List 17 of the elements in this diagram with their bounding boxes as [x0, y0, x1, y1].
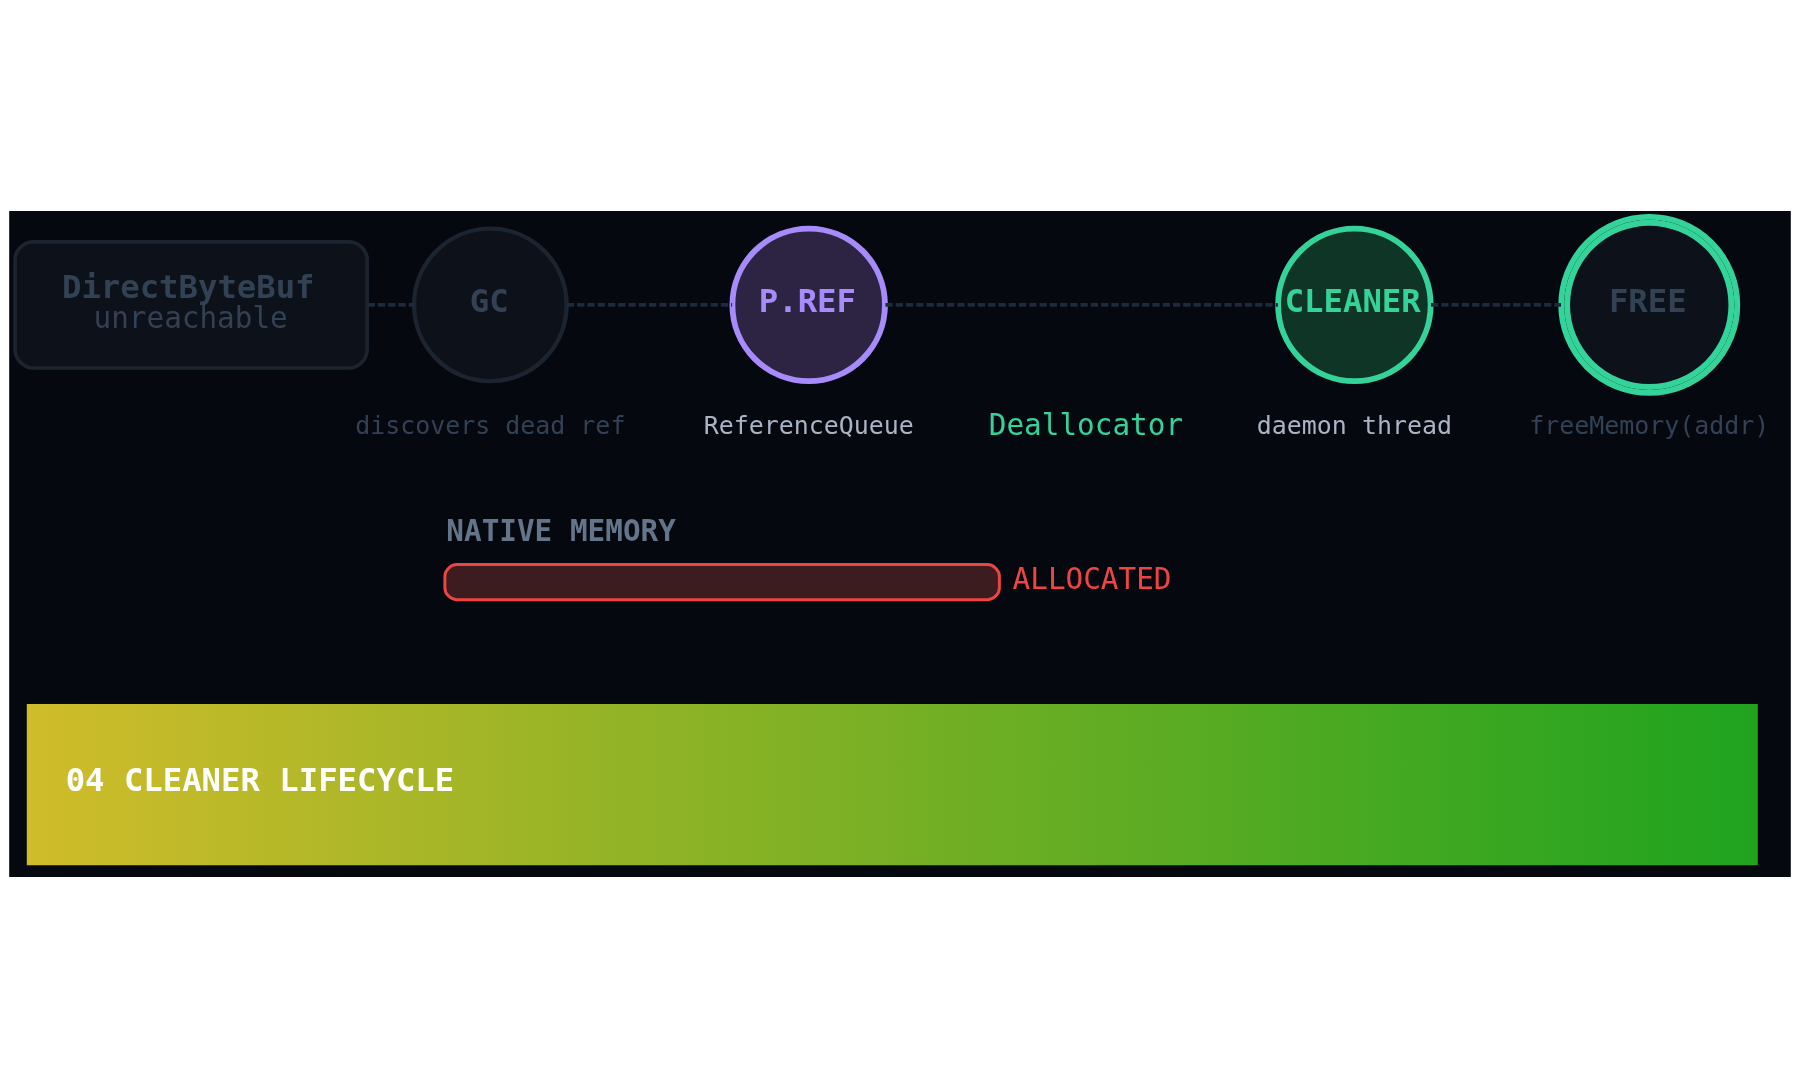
node-label: NATIVE MEMORY [446, 514, 676, 549]
node-label: discovers dead ref [355, 411, 626, 441]
connector [1431, 303, 1561, 307]
connector [566, 303, 733, 307]
node-label: freeMemory(addr) [1529, 411, 1770, 441]
connector [367, 303, 414, 307]
diagram-title: 04 CLEANER LIFECYCLE [65, 761, 455, 800]
node-circle: P.REF [729, 225, 888, 385]
label: Deallocator [988, 408, 1184, 443]
node-label: ReferenceQueue [703, 411, 914, 441]
node-label: ALLOCATED [1012, 562, 1172, 597]
node-label: daemon thread [1256, 411, 1452, 441]
node-circle: GC [411, 226, 569, 384]
connector [885, 303, 1278, 307]
node-circle: CLEANER [1275, 225, 1434, 385]
node-box: DirectByteBuf unreachable [13, 239, 369, 370]
node-circle: FREE [1558, 213, 1741, 396]
